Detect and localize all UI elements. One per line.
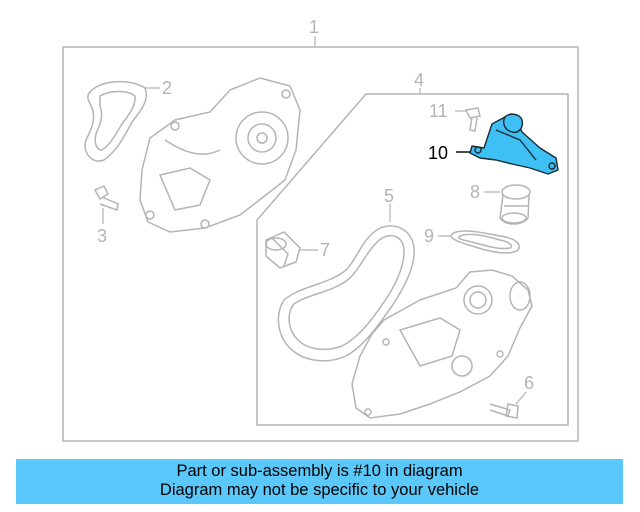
gasket-part-2 — [84, 80, 147, 162]
subassembly-frame-4 — [256, 93, 569, 426]
callout-2: 2 — [162, 78, 172, 98]
thermostat-part-8 — [499, 184, 531, 225]
bolt-part-6 — [489, 403, 519, 419]
gasket-part-5 — [277, 225, 415, 362]
callout-7: 7 — [320, 240, 330, 260]
callout-8: 8 — [470, 182, 480, 202]
callout-3: 3 — [97, 226, 107, 246]
water-pump-housing — [139, 77, 301, 233]
banner-line-2: Diagram may not be specific to your vehi… — [159, 481, 480, 499]
leader-6 — [515, 391, 527, 405]
callout-6: 6 — [524, 373, 534, 393]
callout-11: 11 — [429, 101, 448, 121]
gasket-part-9 — [450, 230, 520, 254]
info-banner: Part or sub-assembly is #10 in diagram D… — [16, 459, 623, 504]
bolt-part-11 — [464, 107, 481, 132]
banner-line-1: Part or sub-assembly is #10 in diagram — [176, 462, 463, 480]
bolt-part-3 — [93, 185, 119, 212]
callout-4: 4 — [414, 70, 424, 90]
callout-1: 1 — [309, 17, 319, 37]
assembly-frame-1 — [62, 46, 579, 442]
parts-diagram: 1 4 2 3 11 10 — [62, 17, 579, 442]
callout-9: 9 — [424, 226, 434, 246]
housing-cover-part-10 — [469, 113, 559, 175]
callout-10: 10 — [428, 143, 448, 163]
plug-part-7 — [265, 231, 301, 269]
callout-5: 5 — [384, 186, 394, 206]
thermostat-housing-assembly — [351, 269, 533, 419]
